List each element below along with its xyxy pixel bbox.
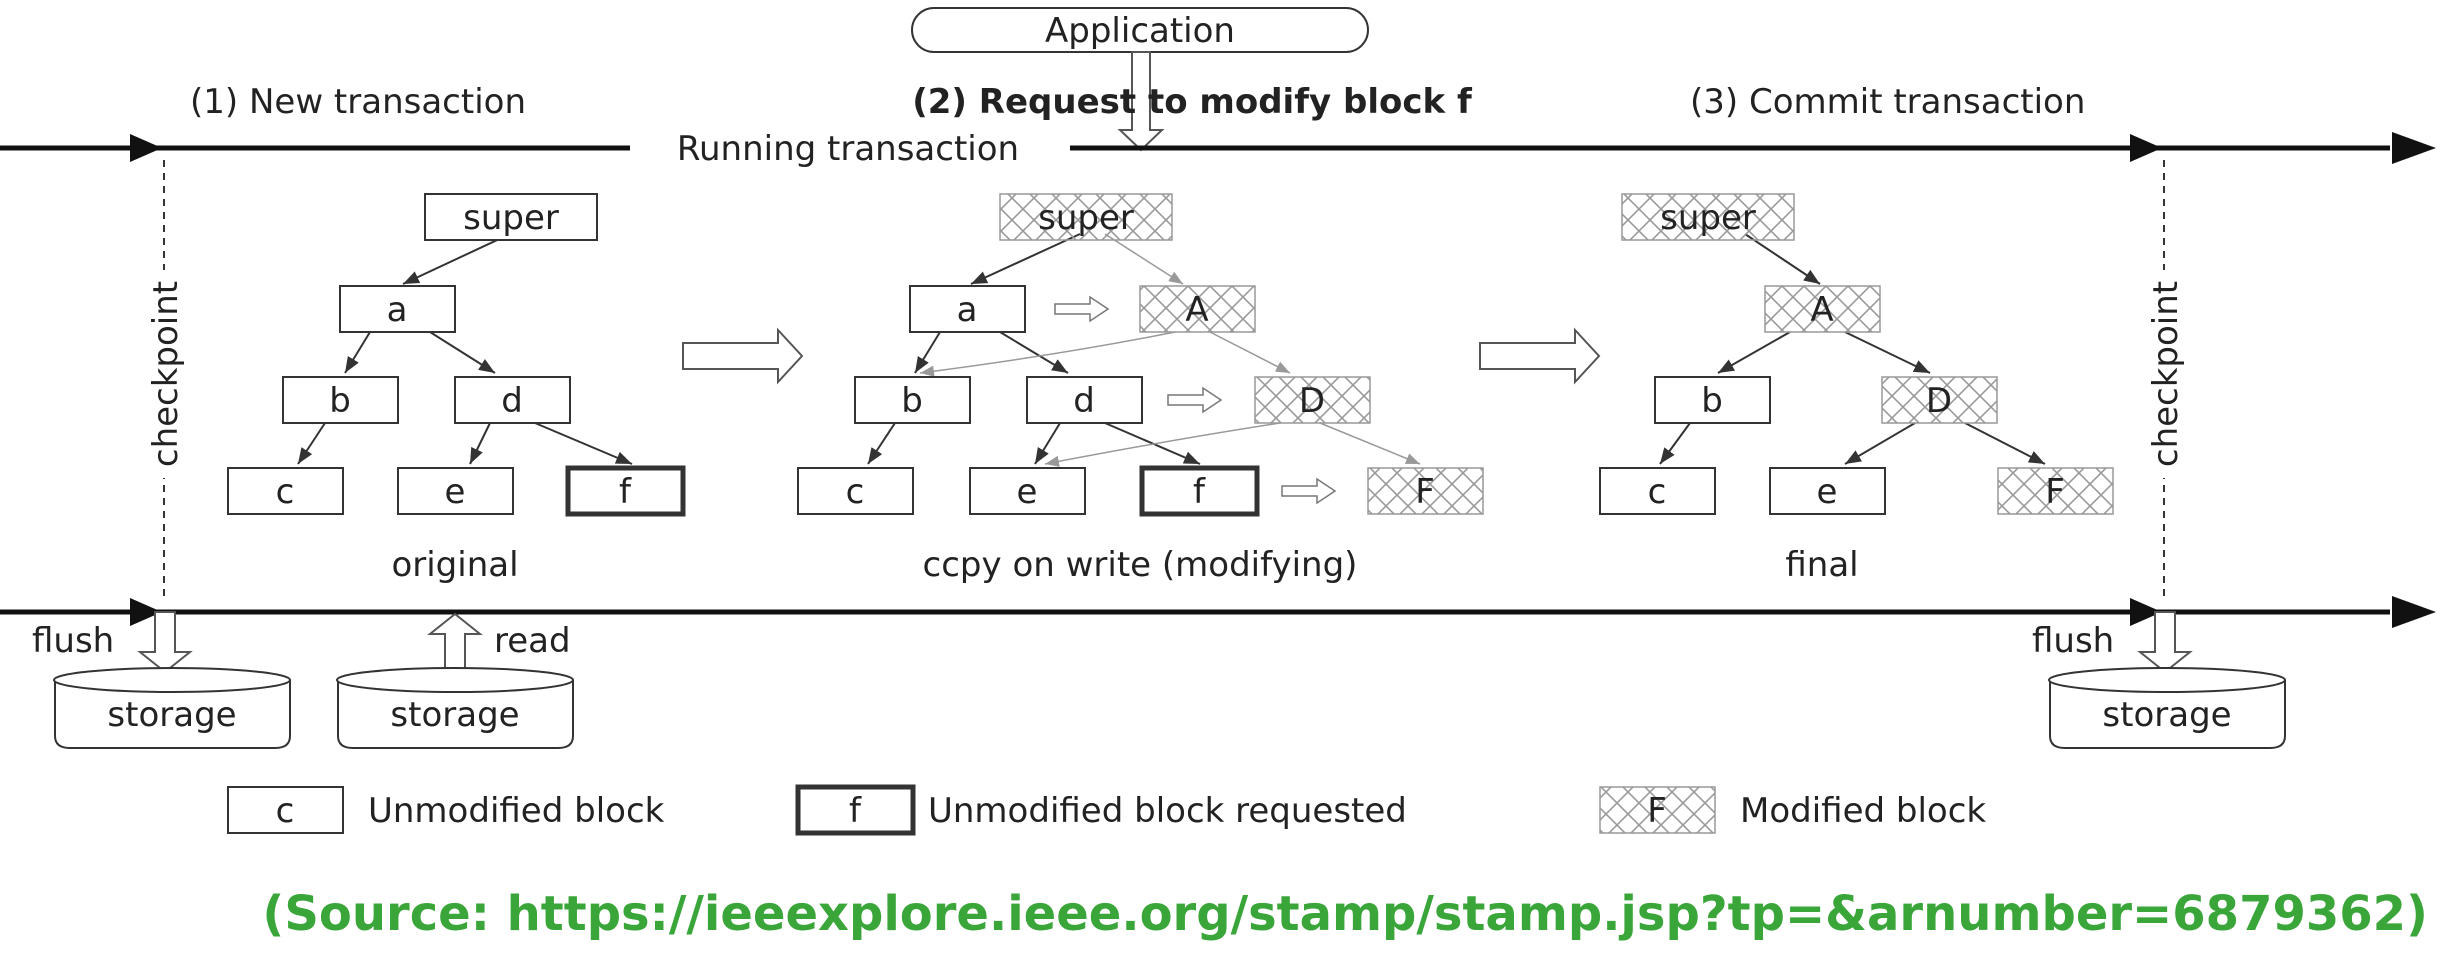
flush-label-right: flush [2032,621,2114,661]
checkpoint-label-left: checkpoint [146,281,186,467]
flush-arrow-left [137,611,193,674]
storage-middle: storage [336,667,574,749]
block-super-label: super [1660,198,1756,238]
block-f-label: f [619,472,632,512]
block-c-label: c [846,472,865,512]
copy-arrow-a [1054,295,1110,323]
block-super-label: super [463,198,559,238]
block-e-label: e [1817,472,1838,512]
block-e-label: e [445,472,466,512]
block-c [227,467,344,515]
block-b [854,376,971,424]
source-citation: (Source: https://ieeexplore.ieee.org/sta… [262,886,2428,942]
legend-unmodified-swatch [227,786,344,834]
block-F-label: F [2045,472,2065,512]
legend-unmodified-label: Unmodified block [368,791,665,831]
block-super-label: super [1038,198,1134,238]
block-A-modified [1139,285,1256,333]
block-super-modified [999,193,1173,241]
caption-copy-on-write: ccpy on write (modifying) [923,545,1358,585]
block-f-requested [565,465,686,517]
block-d-label: d [501,381,523,421]
block-b [1654,376,1771,424]
storage-left: storage [53,667,291,749]
block-F-modified [1997,467,2114,515]
block-A-modified [1764,285,1881,333]
storage-timeline [0,596,2436,628]
legend-unmodified-sample: c [276,791,295,831]
block-b-label: b [901,381,923,421]
phase-commit-transaction: (3) Commit transaction [1690,82,2085,122]
caption-final: final [1785,545,1858,585]
checkpoint-label-right: checkpoint [2146,281,2186,467]
block-c [797,467,914,515]
block-a [909,285,1026,333]
phase-new-transaction: (1) New transaction [190,82,526,122]
application-node: Application [911,7,1369,53]
block-D-label: D [1926,381,1952,421]
block-d-label: d [1073,381,1095,421]
tree-final: super A b D c e F final [1599,193,2114,585]
block-c [1599,467,1716,515]
block-F-modified [1367,467,1484,515]
flush-label-left: flush [32,621,114,661]
application-label: Application [1045,11,1235,51]
legend-modified-swatch [1599,786,1716,834]
copy-arrow-d [1167,386,1223,414]
block-b [282,376,399,424]
block-super-modified [1621,193,1795,241]
storage-label: storage [2102,695,2231,735]
storage-label: storage [390,695,519,735]
transition-arrow-1 [682,327,804,385]
block-F-label: F [1415,472,1435,512]
block-e-label: e [1017,472,1038,512]
block-A-label: A [1810,290,1833,330]
legend-modified-sample: F [1647,791,1667,831]
block-e [969,467,1086,515]
read-label: read [494,621,571,661]
flush-arrow-right [2137,611,2193,674]
block-f-requested [1139,465,1260,517]
legend-requested-sample: f [849,791,862,831]
block-A-label: A [1185,290,1208,330]
phase-request-modify: (2) Request to modify block f [912,82,1473,122]
block-b-label: b [1701,381,1723,421]
read-arrow [427,612,483,673]
block-a [339,285,456,333]
legend-requested-label: Unmodified block requested [928,791,1407,831]
block-b-label: b [329,381,351,421]
legend-modified-label: Modified block [1740,791,1986,831]
block-a-label: a [957,290,978,330]
block-c-label: c [1648,472,1667,512]
storage-label: storage [107,695,236,735]
running-timeline: Running transaction [0,129,2436,169]
block-D-modified [1881,376,1998,424]
block-e [1769,467,1886,515]
caption-original: original [391,545,518,585]
tree-copy-on-write: super a A b d D c e f F ccpy on write (m… [797,193,1484,585]
legend: c Unmodified block f Unmodified block re… [227,784,1986,836]
transition-arrow-2 [1479,327,1601,385]
legend-requested-swatch [795,784,916,836]
block-d [1026,376,1143,424]
application-arrow [1117,51,1165,152]
running-transaction-label: Running transaction [677,129,1019,169]
block-super [424,193,598,241]
tree-original: super a b d c e f original [227,193,686,585]
block-D-label: D [1299,381,1325,421]
storage-right: storage [2048,667,2286,749]
block-e [397,467,514,515]
block-d [454,376,571,424]
copy-arrow-f [1281,477,1337,505]
block-D-modified [1254,376,1371,424]
block-a-label: a [387,290,408,330]
block-f-label: f [1193,472,1206,512]
block-c-label: c [276,472,295,512]
